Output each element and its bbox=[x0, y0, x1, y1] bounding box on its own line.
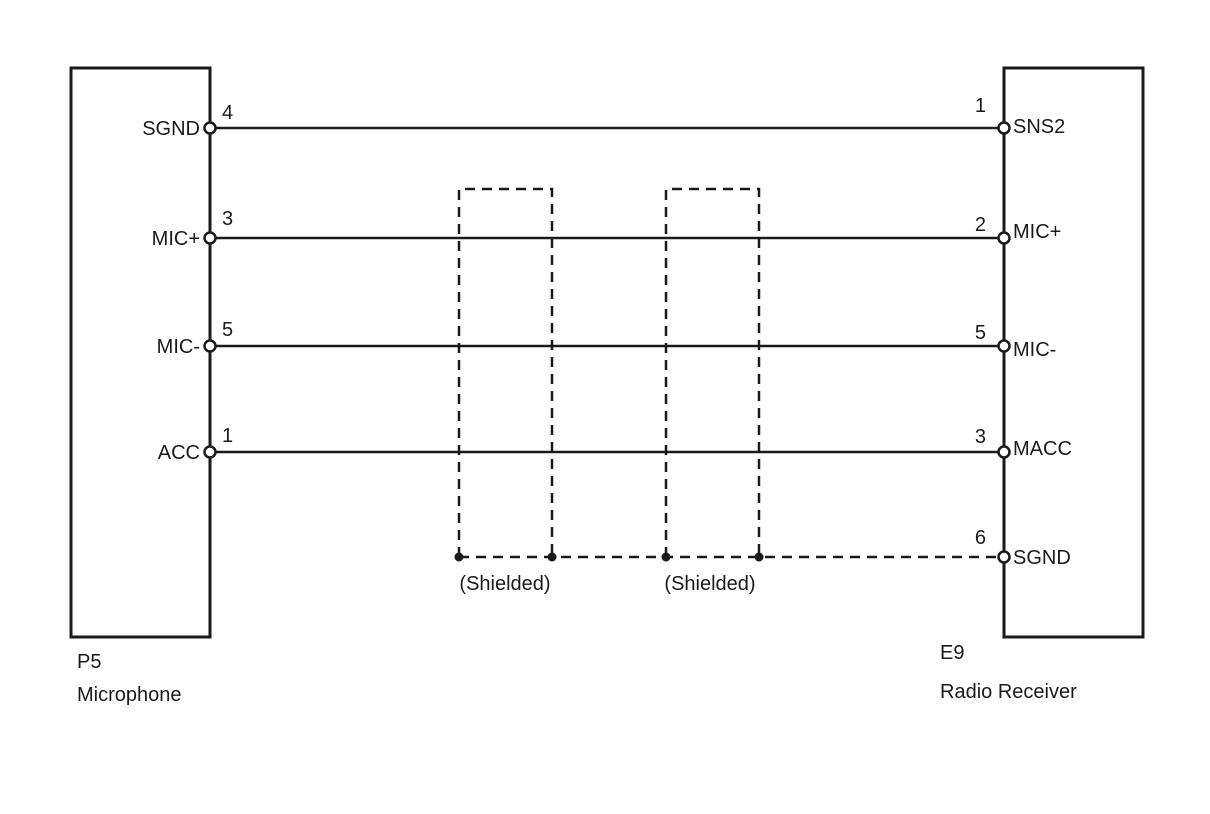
splice-point bbox=[754, 552, 764, 562]
microphone-pin-label: MIC- bbox=[157, 336, 200, 358]
radio-pin-label: MIC+ bbox=[1013, 221, 1061, 243]
microphone-pin-number: 1 bbox=[222, 425, 233, 447]
shield-right bbox=[664, 187, 761, 557]
radio-receiver-box bbox=[1002, 66, 1145, 639]
microphone-box bbox=[69, 66, 212, 639]
microphone-pin-number: 4 bbox=[222, 102, 233, 124]
microphone-pin-number: 3 bbox=[222, 208, 233, 230]
radio-pin-label: SGND bbox=[1013, 547, 1071, 569]
microphone-connector-id: P5 bbox=[77, 651, 101, 673]
radio-terminal-sgnd bbox=[997, 550, 1011, 564]
microphone-terminal-mic-minus bbox=[203, 339, 217, 353]
radio-pin-number: 3 bbox=[975, 426, 986, 448]
splice-point bbox=[454, 552, 464, 562]
radio-pin-number: 2 bbox=[975, 214, 986, 236]
radio-terminal-mic-minus bbox=[997, 339, 1011, 353]
radio-terminal-macc bbox=[997, 445, 1011, 459]
shield-label: (Shielded) bbox=[664, 573, 755, 595]
radio-terminal-sns2 bbox=[997, 121, 1011, 135]
microphone-terminal-mic-plus bbox=[203, 231, 217, 245]
radio-pin-number: 5 bbox=[975, 322, 986, 344]
splice-point bbox=[547, 552, 557, 562]
microphone-pin-number: 5 bbox=[222, 319, 233, 341]
shield-label: (Shielded) bbox=[459, 573, 550, 595]
radio-pin-number: 1 bbox=[975, 95, 986, 117]
microphone-terminal-acc bbox=[203, 445, 217, 459]
radio-pin-label: MACC bbox=[1013, 438, 1072, 460]
microphone-pin-label: MIC+ bbox=[152, 228, 200, 250]
microphone-name: Microphone bbox=[77, 684, 182, 706]
microphone-terminal-sgnd bbox=[203, 121, 217, 135]
radio-pin-number: 6 bbox=[975, 527, 986, 549]
splice-point bbox=[661, 552, 671, 562]
shield-left bbox=[457, 187, 554, 557]
radio-receiver-name: Radio Receiver bbox=[940, 681, 1077, 703]
radio-pin-label: MIC- bbox=[1013, 339, 1056, 361]
radio-pin-label: SNS2 bbox=[1013, 116, 1065, 138]
radio-terminal-mic-plus bbox=[997, 231, 1011, 245]
microphone-pin-label: SGND bbox=[142, 118, 200, 140]
microphone-pin-label: ACC bbox=[158, 442, 200, 464]
radio-receiver-connector-id: E9 bbox=[940, 642, 964, 664]
